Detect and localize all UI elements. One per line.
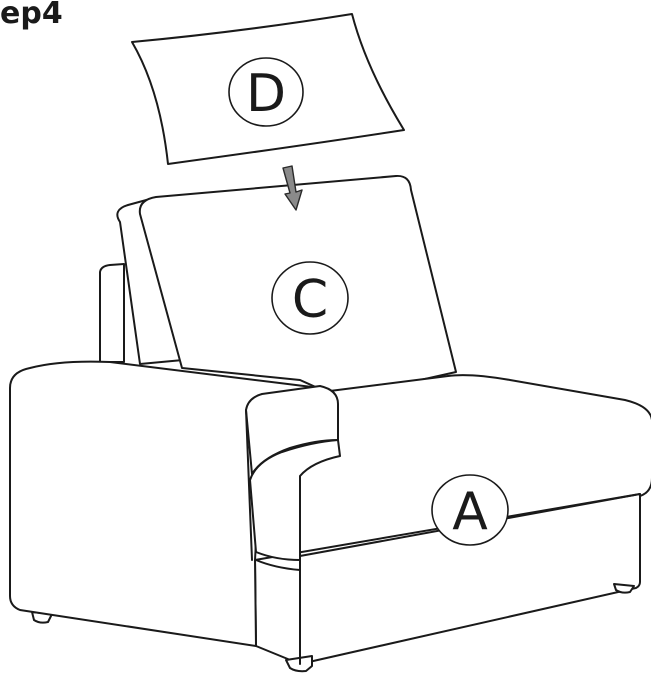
label-c: C xyxy=(271,261,349,335)
label-d: D xyxy=(228,57,304,127)
label-a-text: A xyxy=(452,482,488,542)
sofa-base xyxy=(31,374,651,673)
step-title: ep4 xyxy=(0,0,63,31)
sofa-arm xyxy=(9,360,341,665)
label-d-text: D xyxy=(246,64,286,124)
label-c-text: C xyxy=(292,270,328,330)
back-frame xyxy=(99,198,184,365)
label-a: A xyxy=(431,474,509,546)
attach-arrow-icon xyxy=(282,165,303,211)
